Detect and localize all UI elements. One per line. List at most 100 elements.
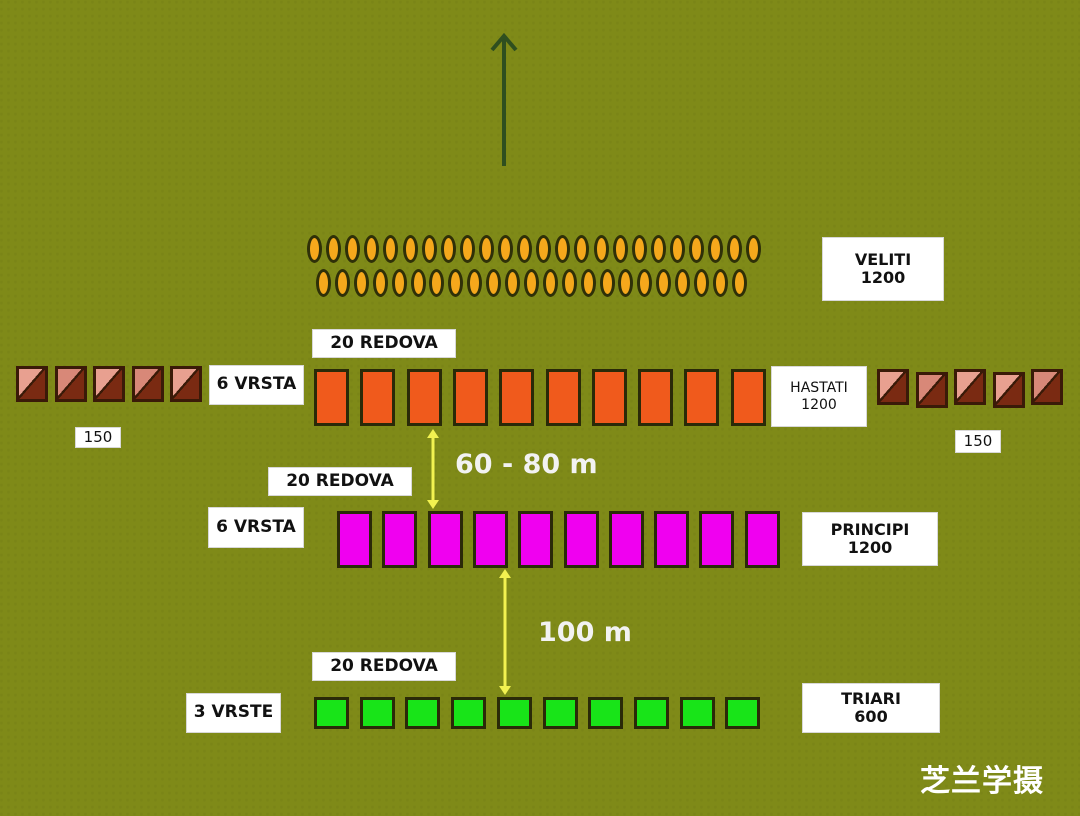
- principi-maniple: [744, 511, 780, 568]
- veliti-soldier: [536, 235, 552, 263]
- triari-maniple: [405, 697, 441, 729]
- cavalry-squadron: [54, 366, 87, 402]
- veliti-soldier: [650, 235, 666, 263]
- veliti-soldier: [448, 269, 464, 297]
- veliti-soldier: [631, 235, 647, 263]
- veliti-soldier: [708, 235, 724, 263]
- principi-files-label: 20 REDOVA: [268, 467, 412, 496]
- cavalry-left-count: 150: [75, 427, 121, 448]
- veliti-soldier: [326, 235, 342, 263]
- principi-maniple: [654, 511, 690, 568]
- veliti-soldier: [383, 235, 399, 263]
- veliti-soldier: [402, 235, 418, 263]
- veliti-count: 1200: [860, 268, 906, 287]
- triari-maniple: [725, 697, 761, 729]
- veliti-soldier: [561, 269, 577, 297]
- principi-count: 1200: [847, 538, 893, 557]
- triari-count: 600: [854, 707, 888, 726]
- veliti-soldier: [612, 235, 628, 263]
- veliti-soldier: [669, 235, 685, 263]
- veliti-soldier: [523, 269, 539, 297]
- cavalry-squadron: [170, 366, 202, 402]
- hastati-maniple: [545, 369, 581, 426]
- triari-maniple: [679, 697, 715, 729]
- hastati-maniple: [638, 369, 674, 426]
- veliti-soldier: [517, 235, 533, 263]
- hastati-maniple: [730, 369, 766, 426]
- distance-hastati-principi: 60 - 80 m: [455, 449, 598, 480]
- veliti-soldier: [746, 235, 762, 263]
- hastati-count: 1200: [801, 396, 837, 413]
- hastati-maniple: [452, 369, 488, 426]
- principi-maniple: [608, 511, 644, 568]
- veliti-soldier: [421, 235, 437, 263]
- veliti-soldier: [478, 235, 494, 263]
- veliti-soldier: [731, 269, 747, 297]
- cavalry-squadron: [877, 369, 909, 405]
- veliti-soldier: [345, 235, 361, 263]
- veliti-soldier: [316, 269, 331, 297]
- veliti-soldier: [618, 269, 634, 297]
- veliti-soldier: [580, 269, 596, 297]
- veliti-soldier: [542, 269, 558, 297]
- principi-maniple: [382, 511, 418, 568]
- veliti-soldier: [498, 235, 513, 263]
- triari-maniple: [496, 697, 532, 729]
- cavalry-squadron: [915, 372, 948, 408]
- hastati-maniple: [591, 369, 627, 426]
- veliti-soldier: [372, 269, 388, 297]
- cavalry-squadron: [954, 369, 986, 405]
- veliti-soldier: [637, 269, 653, 297]
- cavalry-squadron: [16, 366, 48, 402]
- veliti-soldier: [459, 235, 475, 263]
- triari-ranks-label: 3 VRSTE: [186, 693, 281, 733]
- veliti-soldier: [353, 269, 369, 297]
- principi-maniple: [699, 511, 735, 568]
- hastati-files-label: 20 REDOVA: [312, 329, 456, 358]
- principi-maniple: [563, 511, 599, 568]
- triari-maniple: [314, 697, 349, 729]
- principi-maniple: [518, 511, 554, 568]
- veliti-soldier: [675, 269, 691, 297]
- hastati-maniple: [314, 369, 349, 426]
- cavalry-squadron: [131, 366, 164, 402]
- veliti-name: VELITI: [854, 249, 912, 269]
- cavalry-right-count: 150: [955, 430, 1001, 453]
- watermark: 芝兰学摄: [920, 764, 1044, 799]
- triari-maniple: [451, 697, 487, 729]
- hastati-maniple: [499, 369, 535, 426]
- principi-label: PRINCIPI 1200: [802, 512, 938, 566]
- cavalry-squadron: [992, 372, 1025, 408]
- distance-principi-triari: 100 m: [538, 617, 632, 648]
- veliti-soldier: [307, 235, 322, 263]
- veliti-soldier: [555, 235, 571, 263]
- cavalry-squadron: [1031, 369, 1063, 405]
- veliti-soldier: [656, 269, 672, 297]
- triari-files-label: 20 REDOVA: [312, 652, 456, 681]
- veliti-soldier: [467, 269, 483, 297]
- veliti-soldier: [505, 269, 520, 297]
- veliti-soldier: [599, 269, 615, 297]
- veliti-soldier: [727, 235, 743, 263]
- distance-marker-icon: [499, 569, 511, 695]
- distance-marker-icon: [427, 429, 439, 509]
- cavalry-squadron: [93, 366, 125, 402]
- hastati-maniple: [406, 369, 442, 426]
- triari-name: TRIARI: [841, 688, 901, 708]
- veliti-soldier: [410, 269, 426, 297]
- triari-maniple: [542, 697, 578, 729]
- veliti-soldier: [689, 235, 704, 263]
- veliti-soldier: [334, 269, 350, 297]
- principi-maniple: [472, 511, 508, 568]
- hastati-name: HASTATI: [790, 380, 848, 397]
- veliti-soldier: [574, 235, 590, 263]
- advance-arrow-icon: [490, 32, 518, 166]
- veliti-soldier: [429, 269, 445, 297]
- principi-ranks-label: 6 VRSTA: [208, 507, 304, 548]
- veliti-soldier: [712, 269, 728, 297]
- veliti-soldier: [364, 235, 380, 263]
- triari-maniple: [633, 697, 669, 729]
- triari-maniple: [588, 697, 624, 729]
- veliti-soldier: [694, 269, 709, 297]
